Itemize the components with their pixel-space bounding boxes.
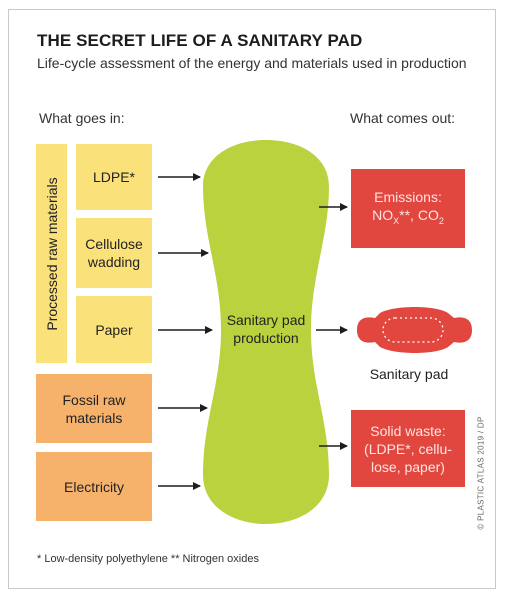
production-pad-shape	[203, 140, 329, 524]
processed-raw-materials-group: Processed raw materials	[36, 144, 67, 363]
output-emissions-line1: Emissions:	[374, 188, 442, 205]
footnote: * Low-density polyethylene ** Nitrogen o…	[37, 553, 259, 565]
inputs-heading: What goes in:	[39, 110, 125, 126]
production-label-line1: Sanitary pad	[226, 312, 306, 328]
page-title: THE SECRET LIFE OF A SANITARY PAD	[37, 31, 363, 50]
stars-co-text: **, CO	[399, 206, 439, 223]
output-waste-line2: (LDPE*, cellu-	[364, 440, 452, 457]
input-paper-label: Paper	[95, 321, 133, 338]
output-sanitary-pad-label: Sanitary pad	[369, 366, 449, 382]
credit-text: © PLASTIC ATLAS 2019 / DP	[476, 416, 486, 530]
input-cellulose-label-line1: Cellulose	[85, 236, 143, 252]
input-ldpe-label: LDPE*	[92, 169, 136, 185]
output-solid-waste: Solid waste: (LDPE*, cellu- lose, paper)	[351, 410, 465, 487]
co2-subscript: 2	[438, 215, 444, 226]
input-cellulose-label-line2: wadding	[87, 254, 141, 270]
production-label-line2: production	[233, 330, 299, 346]
input-fossil-label-line2: materials	[65, 409, 123, 426]
output-waste-line1: Solid waste:	[370, 422, 446, 439]
output-emissions: Emissions: NOX**, CO2	[351, 169, 465, 248]
nox-text: NO	[372, 206, 394, 223]
nox-subscript: X	[393, 215, 400, 226]
page-subtitle: Life-cycle assessment of the energy and …	[37, 55, 467, 71]
output-waste-line3: lose, paper)	[371, 458, 445, 475]
output-emissions-line2: NOX**, CO2	[372, 206, 444, 230]
input-fossil-label-line1: Fossil raw	[62, 391, 126, 408]
frame	[8, 9, 496, 589]
input-fossil-raw-materials: Fossil raw materials	[36, 374, 152, 443]
input-paper: Paper	[76, 296, 152, 363]
production-label: Sanitary pad production	[205, 311, 327, 347]
input-electricity-label: Electricity	[64, 478, 124, 495]
sanitary-pad-icon	[357, 307, 472, 353]
outputs-heading: What comes out:	[350, 110, 456, 126]
input-electricity: Electricity	[36, 452, 152, 521]
input-cellulose-wadding: Cellulose wadding	[76, 218, 152, 288]
input-ldpe: LDPE*	[76, 144, 152, 210]
